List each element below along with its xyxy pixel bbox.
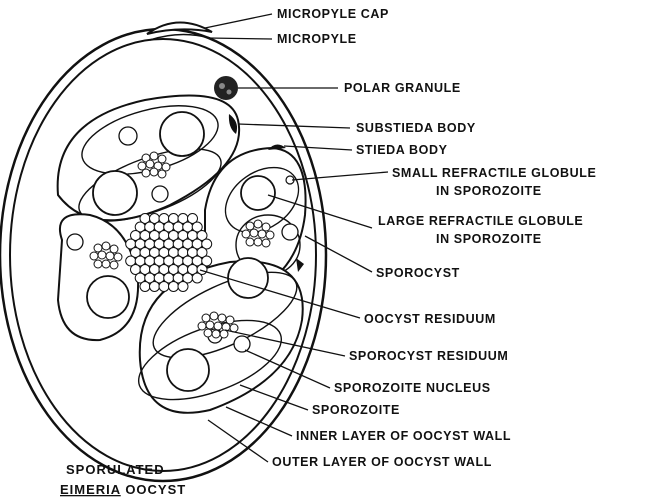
residuum-granule bbox=[139, 281, 151, 292]
residuum-granule bbox=[191, 221, 203, 233]
residuum-granule bbox=[177, 281, 189, 292]
residuum-granule bbox=[201, 238, 213, 250]
label-oocyst-residuum: OOCYST RESIDUUM bbox=[364, 312, 496, 326]
caption-oocyst: OOCYST bbox=[121, 482, 187, 497]
label-outer-layer: OUTER LAYER OF OOCYST WALL bbox=[272, 455, 492, 469]
label-micropyle: MICROPYLE bbox=[277, 32, 357, 46]
residuum-granule bbox=[201, 255, 213, 267]
sporozoite-top-b bbox=[78, 148, 222, 222]
residuum-granule bbox=[191, 272, 203, 284]
caption-line2: EIMERIA OOCYST bbox=[60, 482, 186, 497]
sporocyst-residuum-bottom bbox=[197, 311, 239, 339]
residuum-granule bbox=[196, 230, 208, 241]
micropyle-cap-shape bbox=[146, 21, 213, 35]
label-large-refractile-line1: LARGE REFRACTILE GLOBULE bbox=[378, 214, 583, 228]
inner-oocyst-wall bbox=[9, 38, 317, 472]
sporocyst-residuum-left bbox=[89, 241, 123, 270]
large-refractile-top-2 bbox=[92, 170, 138, 216]
label-sporozoite: SPOROZOITE bbox=[312, 403, 400, 417]
label-sporocyst-residuum: SPOROCYST RESIDUUM bbox=[349, 349, 508, 363]
stieda-body bbox=[268, 144, 286, 150]
sporocyst-residuum-top bbox=[137, 151, 171, 179]
sporozoite-nucleus-bottom bbox=[233, 335, 251, 353]
label-stieda-body: STIEDA BODY bbox=[356, 143, 448, 157]
label-inner-layer: INNER LAYER OF OOCYST WALL bbox=[296, 429, 511, 443]
residuum-granule bbox=[196, 247, 208, 258]
residuum-granule bbox=[187, 213, 198, 224]
residuum-granule bbox=[158, 281, 170, 292]
residuum-granule bbox=[149, 281, 160, 292]
sporocyst-residuum-right bbox=[241, 219, 275, 248]
large-refractile-top-1 bbox=[159, 111, 205, 157]
sporozoite-bottom-b bbox=[137, 319, 283, 401]
substieda-body bbox=[228, 114, 238, 134]
label-polar-granule: POLAR GRANULE bbox=[344, 81, 461, 95]
label-small-refractile-line2: IN SPOROZOITE bbox=[436, 184, 542, 198]
label-small-refractile-line1: SMALL REFRACTILE GLOBULE bbox=[392, 166, 596, 180]
micropyle-gap bbox=[149, 33, 211, 41]
label-sporocyst: SPOROCYST bbox=[376, 266, 460, 280]
label-micropyle-cap: MICROPYLE CAP bbox=[277, 7, 389, 21]
label-sporozoite-nucleus: SPOROZOITE NUCLEUS bbox=[334, 381, 491, 395]
polar-granule bbox=[214, 76, 238, 100]
large-refractile-bottom-1 bbox=[227, 257, 269, 299]
large-refractile-right-1 bbox=[240, 175, 276, 211]
residuum-granule bbox=[168, 281, 179, 292]
leader-lines bbox=[199, 13, 389, 463]
oocyst-residuum bbox=[125, 213, 213, 292]
label-large-refractile-line2: IN SPOROZOITE bbox=[436, 232, 542, 246]
sporozoite-right-a bbox=[224, 166, 300, 234]
label-substieda-body: SUBSTIEDA BODY bbox=[356, 121, 476, 135]
large-refractile-bottom-2 bbox=[166, 348, 210, 392]
large-refractile-left bbox=[86, 275, 130, 319]
caption-genus: EIMERIA bbox=[60, 482, 121, 497]
caption-line1: SPORULATED bbox=[66, 462, 165, 477]
